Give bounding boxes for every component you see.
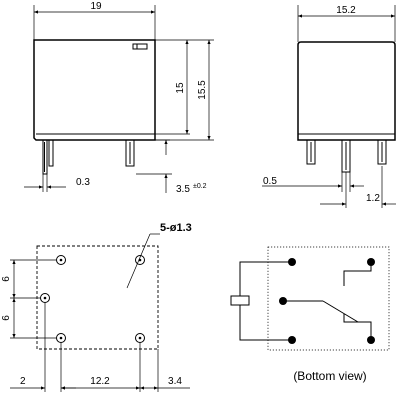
coil-symbol xyxy=(230,295,250,306)
side-height-inner-label: 15 xyxy=(175,82,186,94)
hole-middle-left xyxy=(40,293,50,303)
hole-spec-label: 5-ø1.3 xyxy=(160,222,192,234)
pin-length-tolerance: ±0.2 xyxy=(193,183,207,190)
side-pin-right xyxy=(125,139,135,167)
pitch-upper-label: 6 xyxy=(1,276,12,282)
side-height-outer-label: 15.5 xyxy=(197,80,208,100)
contact-nc xyxy=(343,314,372,340)
hole-top-left xyxy=(56,255,66,265)
end-view: 15.2 0.5 1.2 xyxy=(262,5,396,208)
body-marking xyxy=(132,43,148,50)
contact-no xyxy=(343,262,372,286)
end-pin-width-label: 0.5 xyxy=(263,176,277,187)
pitch-lower-label: 6 xyxy=(1,315,12,321)
schematic-caption: (Bottom view) xyxy=(293,369,366,383)
offset-left-label: 2 xyxy=(20,376,26,387)
hole-top-right xyxy=(135,255,145,265)
pitch-horizontal-label: 12.2 xyxy=(90,376,110,387)
end-pin-left xyxy=(306,139,316,165)
pin-width-label: 0.3 xyxy=(76,177,90,188)
end-pin-spacing-label: 1.2 xyxy=(366,193,380,204)
switch-blade xyxy=(322,300,359,323)
pin-schematic: (Bottom view) xyxy=(230,246,390,383)
hole-bottom-left xyxy=(56,333,66,343)
side-pin-left-outer xyxy=(42,139,48,175)
pin-length-label: 3.5 xyxy=(176,184,190,195)
pcb-footprint: 5-ø1.3 6 6 2 12.2 3.4 xyxy=(1,222,192,392)
side-view: 19 15 15.5 0.3 3.5 ± xyxy=(24,1,214,195)
side-pin-left-inner xyxy=(48,139,54,167)
relay-body-end xyxy=(297,41,396,141)
end-pin-right xyxy=(377,139,387,165)
schematic-outline xyxy=(267,246,390,351)
hole-bottom-right xyxy=(135,333,145,343)
hole-leader-line xyxy=(126,233,151,289)
offset-right-label: 3.4 xyxy=(168,376,182,387)
side-width-label: 19 xyxy=(90,1,102,12)
relay-body-side xyxy=(33,39,156,141)
footprint-outline xyxy=(36,245,159,350)
end-width-label: 15.2 xyxy=(336,5,356,16)
